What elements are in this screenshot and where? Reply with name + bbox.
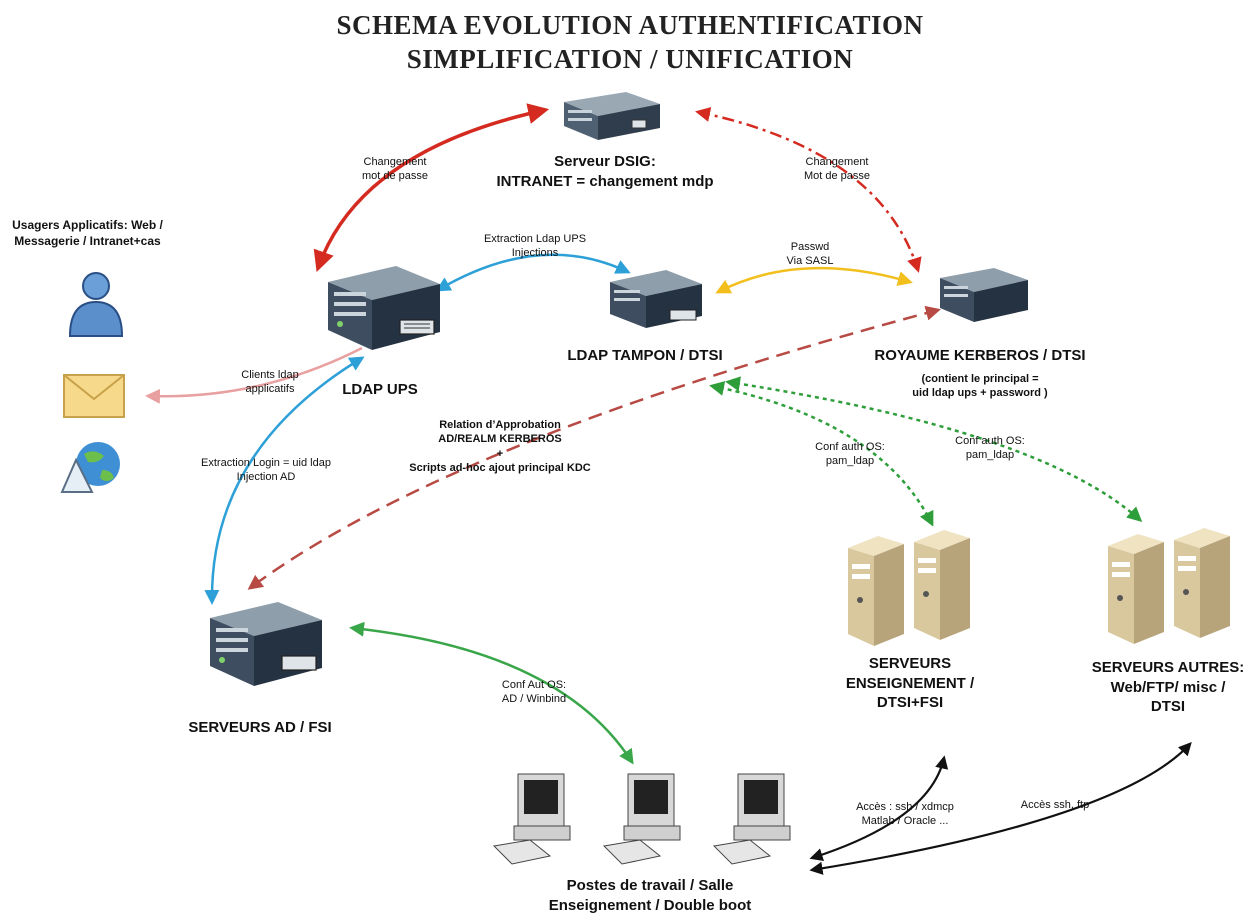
conf-aut-ad-label: Conf Aut OS: AD / Winbind [484,678,584,707]
chg-right-label: Changement Mot de passe [782,155,892,184]
ldap-tampon-label: LDAP TAMPON / DTSI [567,347,723,364]
kerberos-note2: uid ldap ups + password ) [912,387,1048,400]
clients-line1: Clients ldap [241,369,299,381]
approbation-line4: Scripts ad-hoc ajout principal KDC [409,461,591,474]
diagram-title-line2: SIMPLIFICATION / UNIFICATION [406,44,854,74]
arrow-kerberos-ad [247,305,941,590]
acces-ens-line2: Matlab / Oracle ... [861,815,949,828]
conf-os-1-label: Conf auth OS: pam_ldap [800,440,900,469]
enseignement-line2: ENSEIGNEMENT / [845,674,975,692]
arrow-postes-autres [809,742,1192,875]
autres-line2: Web/FTP/ misc / [1110,678,1226,696]
enseignement-line1: SERVEURS [868,655,952,672]
usagers-line2: Messagerie / Intranet+cas [14,233,161,248]
acces-autres-label: Accès ssh, ftp [1010,798,1100,812]
extraction-ups-line1: Extraction Ldap UPS [483,233,587,245]
ldap-ups-label: LDAP UPS [342,381,418,398]
dsig-line1: Serveur DSIG: [554,153,656,170]
approbation-line2: AD/REALM KERBEROS [438,433,562,446]
postes-line2: Enseignement / Double boot [548,896,752,914]
extraction-ups-line2: Injections [511,247,559,260]
kerberos-note1: (contient le principal = [921,373,1039,385]
conf-os-1-line1: Conf auth OS: [815,441,885,453]
server-rack-icon [564,92,660,140]
conf-os-2-line2: pam_ldap [965,449,1015,462]
conf-os-2-label: Conf auth OS: pam_ldap [940,434,1040,463]
approbation-line1: Relation d’Approbation [439,419,561,431]
arrow-ups-tampon [435,253,631,292]
extraction-login-line2: Injection AD [236,471,296,484]
autres-line1: SERVEURS AUTRES: [1091,659,1245,676]
server-rack-icon [610,270,702,328]
tower-server-icon [1108,528,1230,644]
arrow-tampon-kerberos [715,266,913,294]
approbation-line3: + [496,447,504,460]
autres-line3: DTSI [1150,698,1186,715]
usagers-label: Usagers Applicatifs: Web / Messagerie / … [0,218,175,249]
acces-ens-label: Accès : ssh / xdmcp Matlab / Oracle ... [840,800,970,829]
extraction-login-line1: Extraction Login = uid ldap [201,457,331,469]
approbation-label: Relation d’Approbation AD/REALM KERBEROS… [400,418,600,475]
chg-right-line1: Changement [805,156,869,168]
conf-aut-ad-line1: Conf Aut OS: [501,679,567,691]
clients-label: Clients ldap applicatifs [220,368,320,397]
kerberos-label: ROYAUME KERBEROS / DTSI [874,347,1086,364]
kerberos-note: (contient le principal = uid ldap ups + … [880,372,1080,401]
sasl-line1: Passwd [790,241,830,253]
enseignement-label: SERVEURS ENSEIGNEMENT / DTSI+FSI [840,654,980,713]
arrow-dsig-kerberos [695,107,922,273]
workstation-icon [492,773,791,865]
conf-os-1-line2: pam_ldap [825,455,875,468]
ad-label: SERVEURS AD / FSI [188,719,332,736]
extraction-ups-label: Extraction Ldap UPS Injections [460,232,610,261]
extraction-login-label: Extraction Login = uid ldap Injection AD [186,456,346,485]
acces-ens-line1: Accès : ssh / xdmcp [856,801,954,813]
arrow-dsig-ldap-ups [313,103,550,272]
sasl-label: Passwd Via SASL [770,240,850,269]
autres-label: SERVEURS AUTRES: Web/FTP/ misc / DTSI [1088,658,1248,717]
globe-icon [60,442,120,493]
server-rack-icon [328,266,440,350]
diagram-title-line1: SCHEMA EVOLUTION AUTHENTIFICATION [336,10,924,40]
conf-os-2-line1: Conf auth OS: [955,435,1025,447]
sasl-line2: Via SASL [786,255,834,268]
postes-line1: Postes de travail / Salle [566,877,734,894]
server-rack-icon [210,602,322,686]
envelope-icon [63,374,125,418]
tower-server-icon [848,530,970,646]
dsig-label: Serveur DSIG: INTRANET = changement mdp [480,152,730,191]
chg-right-line2: Mot de passe [803,170,871,183]
usagers-line1: Usagers Applicatifs: Web / [12,218,163,232]
dsig-line2: INTRANET = changement mdp [496,172,714,190]
chg-left-line1: Changement [363,156,427,168]
enseignement-line3: DTSI+FSI [876,694,944,711]
postes-label: Postes de travail / Salle Enseignement /… [530,876,770,915]
server-rack-icon [940,268,1028,322]
chg-left-label: Changement mot de passe [340,155,450,184]
clients-line2: applicatifs [245,383,295,396]
arrow-ad-postes [349,621,634,765]
user-icon [68,272,124,337]
conf-aut-ad-line2: AD / Winbind [501,693,567,706]
arrow-tampon-autres [725,376,1143,523]
acces-autres-line1: Accès ssh, ftp [1020,799,1090,811]
chg-left-line2: mot de passe [361,170,429,183]
